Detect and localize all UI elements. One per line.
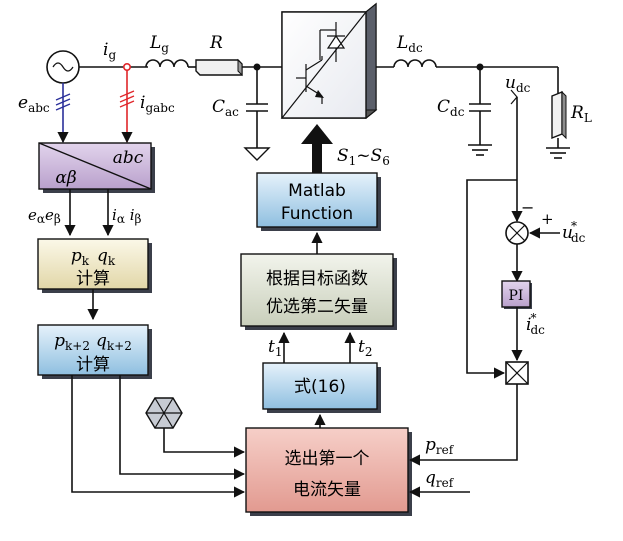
inductor-ldc-icon bbox=[393, 59, 437, 68]
lg-label: Lg bbox=[149, 33, 169, 55]
circuit-labels: ig Lg R Ldc Cac Cdc udc RL eabc igabc S1… bbox=[18, 33, 592, 490]
matlab-label-1: Matlab bbox=[288, 181, 346, 201]
ground-load-icon bbox=[546, 147, 570, 159]
matlab-function-block: Matlab Function bbox=[256, 172, 381, 231]
pref-label: pref bbox=[425, 435, 455, 457]
select2-label-1: 根据目标函数 bbox=[266, 269, 368, 289]
cac-label: Cac bbox=[212, 97, 239, 119]
qref-label: qref bbox=[425, 468, 455, 490]
minus-sign: − bbox=[521, 198, 534, 217]
ground-ac-icon bbox=[243, 147, 271, 161]
idc-ref-label: i*dc bbox=[526, 311, 545, 337]
voltage-vector-hexagon-icon bbox=[145, 397, 183, 429]
ground-dc-icon bbox=[468, 144, 492, 156]
resistor-r-icon bbox=[195, 58, 243, 77]
pi-label: PI bbox=[509, 288, 524, 304]
pk-calc-label: 计算 bbox=[76, 269, 110, 289]
i-alphabeta-label: iα iβ bbox=[112, 206, 142, 226]
select2-label-2: 优选第二矢量 bbox=[266, 297, 368, 317]
select1-label-2: 电流矢量 bbox=[293, 480, 361, 500]
ldc-label: Ldc bbox=[396, 33, 423, 55]
cdc-label: Cdc bbox=[437, 97, 465, 119]
power-circuit bbox=[46, 2, 570, 223]
inductor-lg-icon bbox=[145, 59, 189, 68]
abc-to-alphabeta-block: abc αβ bbox=[38, 142, 155, 193]
multiplier-icon bbox=[505, 361, 529, 385]
select-second-vector-block: 根据目标函数 优选第二矢量 bbox=[240, 253, 397, 330]
pi-controller-block: PI bbox=[501, 280, 532, 309]
t2-label: t2 bbox=[358, 337, 372, 359]
eabc-label: eabc bbox=[18, 93, 50, 115]
rl-label: RL bbox=[570, 103, 592, 125]
svg-text:pk+2qk+2: pk+2qk+2 bbox=[54, 331, 132, 353]
alphabeta-label: αβ bbox=[55, 168, 76, 188]
measurement-buses bbox=[55, 70, 135, 144]
resistor-rl-icon bbox=[551, 90, 567, 140]
udc-ref-label: u*dc bbox=[562, 219, 586, 245]
eq16-block: 式(16) bbox=[262, 362, 381, 413]
e-alphabeta-label: eαeβ bbox=[28, 206, 61, 226]
r-label: R bbox=[209, 33, 223, 53]
plus-sign: + bbox=[541, 210, 554, 228]
igabc-label: igabc bbox=[140, 93, 175, 115]
switch-signal-arrow bbox=[301, 124, 333, 173]
summing-junction-icon bbox=[505, 221, 529, 245]
select1-label-1: 选出第一个 bbox=[285, 449, 370, 469]
matlab-label-2: Function bbox=[281, 204, 353, 224]
eq16-label: 式(16) bbox=[294, 377, 346, 397]
udc-label: udc bbox=[505, 73, 531, 95]
pk2-calc-label: 计算 bbox=[76, 355, 110, 375]
abc-label: abc bbox=[113, 148, 144, 168]
t1-label: t1 bbox=[268, 337, 282, 359]
converter-icon bbox=[280, 2, 378, 120]
current-sensor-node bbox=[123, 62, 132, 71]
ac-source-icon bbox=[46, 50, 80, 84]
ig-label: ig bbox=[103, 40, 116, 62]
select-first-vector-block: 选出第一个 电流矢量 bbox=[245, 427, 412, 516]
switch-signals-label: S1~S6 bbox=[337, 146, 390, 168]
